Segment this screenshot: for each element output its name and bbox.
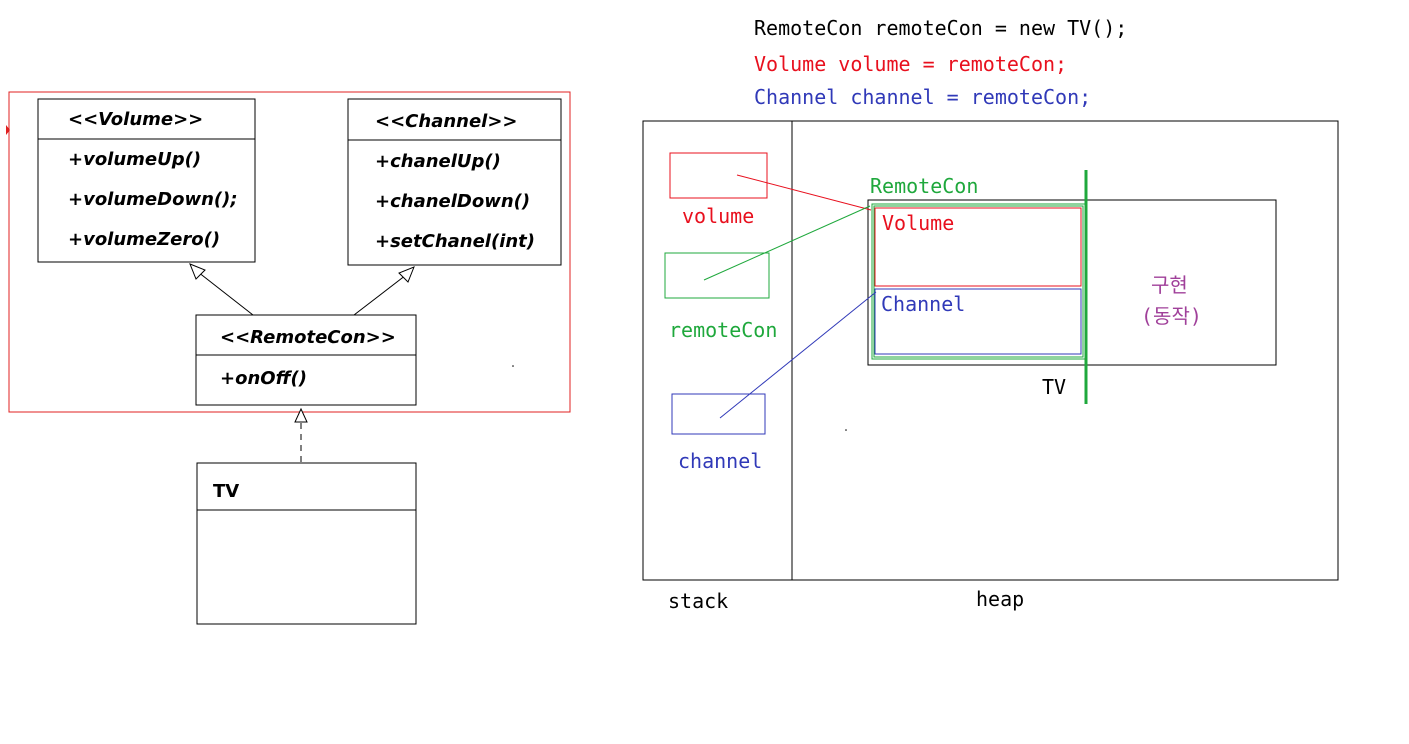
uml-channel-method: +setChanel(int) bbox=[375, 231, 535, 252]
uml-class-remotecon: <<RemoteCon>> +onOff() bbox=[195, 314, 417, 406]
stack-var-volume-label: volume bbox=[682, 204, 754, 228]
heap-impl-label: 구현 bbox=[1151, 273, 1188, 297]
implementation-arrow-tv bbox=[294, 407, 308, 462]
uml-class-tv: TV bbox=[196, 462, 417, 625]
inheritance-arrow-channel bbox=[353, 266, 415, 316]
uml-class-channel: <<Channel>> +chanelUp() +chanelDown() +s… bbox=[347, 98, 562, 266]
code-line-remotecon: RemoteCon remoteCon = new TV(); bbox=[754, 16, 1127, 40]
heap-volume-label: Volume bbox=[882, 211, 954, 235]
uml-volume-method: +volumeZero() bbox=[68, 229, 220, 250]
code-snippet: RemoteCon remoteCon = new TV(); Volume v… bbox=[754, 16, 1127, 109]
uml-channel-method: +chanelUp() bbox=[375, 151, 501, 172]
memory-diagram: stack heap volume remoteCon channel Remo… bbox=[642, 120, 1339, 613]
heap-channel-region bbox=[874, 288, 1082, 355]
uml-volume-method: +volumeDown(); bbox=[68, 189, 238, 210]
uml-remotecon-title: <<RemoteCon>> bbox=[220, 327, 396, 348]
memory-frame bbox=[642, 120, 1339, 581]
uml-volume-title: <<Volume>> bbox=[68, 109, 203, 130]
heap-label: heap bbox=[976, 587, 1024, 611]
heap-volume-region bbox=[874, 207, 1082, 287]
uml-remotecon-method: +onOff() bbox=[220, 368, 307, 389]
stray-dot bbox=[845, 429, 847, 431]
uml-channel-title: <<Channel>> bbox=[375, 111, 518, 132]
reference-line-channel bbox=[719, 291, 877, 419]
uml-diagram: <<Volume>> +volumeUp() +volumeDown(); +v… bbox=[6, 91, 571, 625]
uml-volume-method: +volumeUp() bbox=[68, 149, 201, 170]
frame-marker bbox=[6, 125, 10, 135]
inheritance-arrow-volume bbox=[189, 263, 254, 316]
heap-impl-sub-label: (동작) bbox=[1141, 304, 1202, 328]
heap-tv-object bbox=[867, 199, 1277, 366]
uml-tv-title: TV bbox=[213, 481, 239, 502]
uml-class-volume: <<Volume>> +volumeUp() +volumeDown(); +v… bbox=[37, 98, 256, 263]
reference-line-volume bbox=[736, 174, 872, 211]
stack-label: stack bbox=[668, 589, 728, 613]
heap-remotecon-label: RemoteCon bbox=[870, 174, 978, 198]
stack-var-remotecon-box bbox=[664, 252, 770, 299]
reference-line-remotecon bbox=[703, 205, 871, 281]
code-line-volume: Volume volume = remoteCon; bbox=[754, 52, 1067, 76]
interface-group-frame bbox=[8, 91, 571, 413]
heap-tv-label: TV bbox=[1042, 375, 1066, 399]
stray-dot bbox=[512, 365, 514, 367]
heap-remotecon-region-inner bbox=[873, 205, 1084, 358]
heap-channel-label: Channel bbox=[881, 292, 965, 316]
stack-var-channel-box bbox=[671, 393, 766, 435]
stack-var-volume-box bbox=[669, 152, 768, 199]
stack-var-remotecon-label: remoteCon bbox=[669, 318, 777, 342]
stack-var-channel-label: channel bbox=[678, 449, 762, 473]
uml-channel-method: +chanelDown() bbox=[375, 191, 530, 212]
code-line-channel: Channel channel = remoteCon; bbox=[754, 85, 1091, 109]
